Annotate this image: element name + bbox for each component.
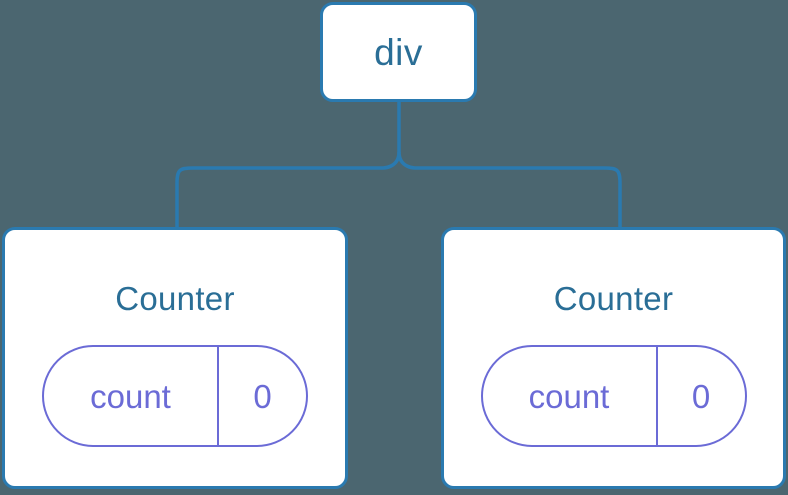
node-div[interactable]: div (320, 2, 477, 102)
node-counter-right[interactable]: Counter count 0 (441, 227, 786, 489)
node-counter-right-title: Counter (553, 280, 674, 317)
connector-to-right-child (397, 151, 622, 227)
state-value-right: 0 (691, 377, 711, 415)
node-counter-left-title: Counter (115, 280, 235, 317)
state-pill-right: count 0 (480, 345, 747, 447)
connector-to-left-child (175, 151, 401, 227)
node-div-label: div (374, 31, 423, 73)
state-value-left: 0 (253, 377, 272, 415)
state-key-left: count (44, 347, 219, 445)
node-counter-left[interactable]: Counter count 0 (2, 227, 348, 489)
state-pill-left: count 0 (42, 345, 308, 447)
state-key-right: count (483, 347, 658, 445)
